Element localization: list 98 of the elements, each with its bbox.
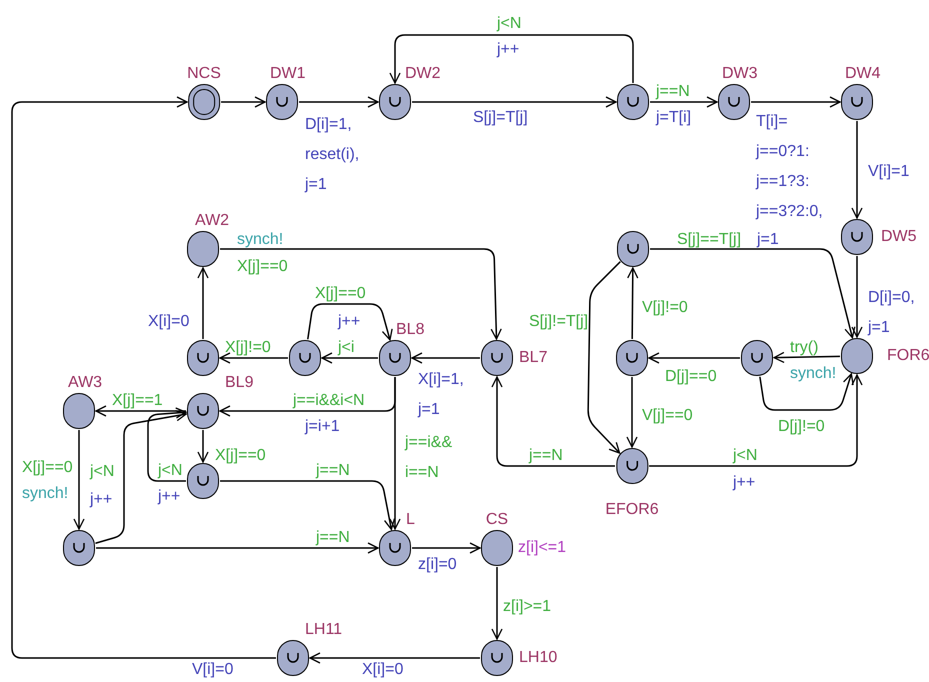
transition-note: j++ xyxy=(158,487,180,507)
transition-arrow xyxy=(851,121,863,219)
transition-arrow xyxy=(411,352,480,364)
transition-note: j=T[i] xyxy=(656,108,692,128)
location-name: DW5 xyxy=(881,227,917,247)
transition-note: j=i+1 xyxy=(305,417,340,437)
location-name: BL8 xyxy=(396,320,424,340)
edge-label: X[i]=0 xyxy=(148,312,190,332)
location-name: LH11 xyxy=(305,620,342,640)
invariant-label: z[i]<=1 xyxy=(518,538,566,558)
edge-label: X[j]==0 xyxy=(22,458,73,478)
edge-label: V[j]==0 xyxy=(642,406,693,426)
transition-note: j++ xyxy=(733,473,756,493)
edge-label: j==N xyxy=(316,528,350,548)
transition-note: j++ xyxy=(338,312,360,332)
transition-arrow xyxy=(627,267,638,339)
edge-label: X[j]==1 xyxy=(112,391,163,411)
edge-label: j<i xyxy=(338,338,354,358)
location-name: DW1 xyxy=(270,64,306,84)
transition-arrow xyxy=(95,410,187,544)
transition-arrow xyxy=(299,96,379,108)
transition-arrow xyxy=(197,267,209,339)
location-name: DW3 xyxy=(722,64,758,84)
location-name: LH10 xyxy=(519,648,558,668)
transition-arrow xyxy=(73,430,85,530)
transition-arrow xyxy=(759,373,854,411)
edge-label: D[j]!=0 xyxy=(778,417,825,437)
edge-label: X[i]=0 xyxy=(362,660,404,680)
edge-label: j<N xyxy=(158,461,182,481)
edge-label: X[j]!=0 xyxy=(225,338,271,358)
transition-arrow xyxy=(650,248,856,338)
transition-arrow xyxy=(11,96,276,659)
transition-arrow xyxy=(773,352,840,364)
transition-arrow xyxy=(491,567,503,640)
edge-label: j<N xyxy=(90,462,114,482)
transition-arrow xyxy=(95,405,186,417)
transition-arrow xyxy=(197,430,209,463)
transition-arrow xyxy=(412,542,481,554)
location-name: BL7 xyxy=(519,348,548,368)
location-name: BL9 xyxy=(225,373,254,393)
edge-label: j==i&& i==N xyxy=(405,433,454,483)
edge-label: try() xyxy=(790,338,818,358)
edge-label: V[i]=0 xyxy=(192,660,234,680)
location-name: EFOR6 xyxy=(605,500,659,520)
edge-label: j==N xyxy=(656,82,690,102)
edge-label: z[i]=0 xyxy=(418,555,457,575)
transition-note: X[j]==0 xyxy=(237,257,288,277)
transition-arrow xyxy=(309,652,480,664)
edge-label: j==N xyxy=(529,446,563,466)
transition-arrow xyxy=(851,256,863,338)
edge-label: synch! xyxy=(237,230,284,250)
edge-label: j==N xyxy=(316,461,350,481)
transition-arrow xyxy=(147,407,187,482)
location-name: DW2 xyxy=(405,64,441,84)
location-name: FOR6 xyxy=(887,346,929,366)
edge-label: X[j]==0 xyxy=(215,446,266,466)
transition-arrow xyxy=(626,377,638,448)
transition-arrow xyxy=(649,374,863,467)
edge-label: j<N xyxy=(733,446,758,466)
edge-label: S[j]==T[j] xyxy=(677,230,742,250)
transition-note: j++ xyxy=(497,40,520,60)
edge-label: z[i]>=1 xyxy=(503,597,552,617)
transition-arrow xyxy=(491,376,615,467)
transition-arrow xyxy=(751,96,841,108)
edge-label: j<N xyxy=(497,14,522,34)
transition-arrow xyxy=(220,480,396,530)
edge-label: V[i]=1 xyxy=(868,162,910,182)
transition-arrow xyxy=(307,303,393,340)
transition-arrow xyxy=(587,261,621,454)
transition-note: j=1 xyxy=(757,230,779,250)
transition-arrow xyxy=(650,96,718,108)
edge-label: X[i]=1, j=1 xyxy=(418,370,465,420)
transition-note: j++ xyxy=(90,490,112,510)
transition-arrow xyxy=(321,352,378,364)
location-name: AW3 xyxy=(68,373,102,393)
edge-label: D[i]=0, j=1 xyxy=(868,288,916,338)
transition-note: synch! xyxy=(790,364,836,384)
edge-label: D[j]==0 xyxy=(665,367,717,387)
edge-label: S[j]!=T[j] xyxy=(529,312,588,332)
transition-arrow xyxy=(219,352,288,364)
location-name: L xyxy=(406,510,415,530)
edge-label: D[i]=1, reset(i), j=1 xyxy=(305,115,360,195)
location-name: DW4 xyxy=(845,64,881,84)
transition-arrow xyxy=(220,248,502,340)
edge-label: S[j]=T[j] xyxy=(473,108,528,128)
location-name: NCS xyxy=(187,64,221,84)
transition-arrow xyxy=(389,34,634,84)
transition-note: synch! xyxy=(22,484,68,504)
edge-label: j==i&&i<N xyxy=(293,391,365,411)
transition-arrow xyxy=(389,377,401,530)
transition-arrow xyxy=(412,96,617,108)
transition-arrow xyxy=(648,352,740,364)
edge-label: V[j]!=0 xyxy=(642,298,688,318)
location-name: AW2 xyxy=(195,211,230,231)
transition-arrow xyxy=(96,542,379,554)
location-name: CS xyxy=(486,510,508,530)
edge-label: X[j]==0 xyxy=(315,284,366,304)
transition-arrow xyxy=(221,96,266,108)
